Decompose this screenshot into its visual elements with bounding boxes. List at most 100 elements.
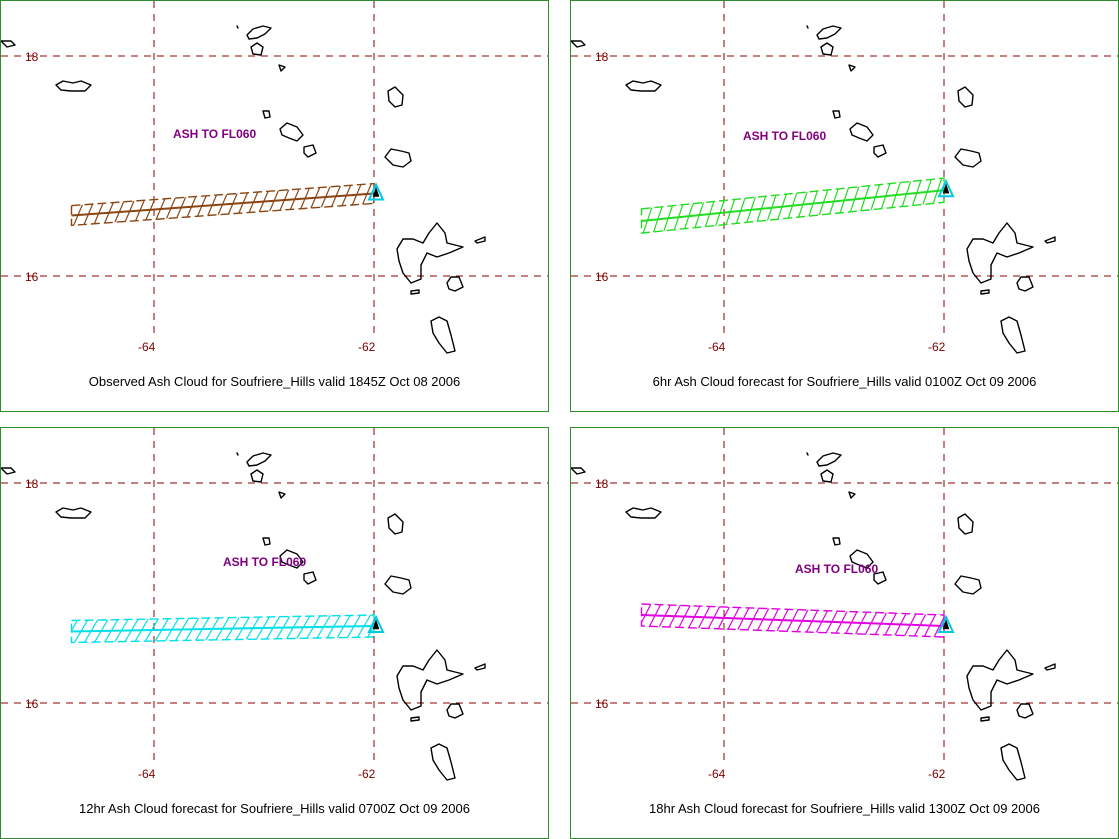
volcano-icon xyxy=(367,614,385,633)
island-coastline xyxy=(816,25,842,40)
coastlines xyxy=(571,452,1056,781)
ash-cloud xyxy=(32,179,434,231)
longitude-label: -62 xyxy=(358,767,376,781)
hatch-stroke xyxy=(710,178,735,234)
hatch-stroke xyxy=(32,179,54,231)
hatch-stroke xyxy=(280,183,305,226)
ash-cloud-axis xyxy=(71,625,375,633)
hatch-stroke xyxy=(962,173,984,238)
hatch-stroke xyxy=(602,599,624,642)
island-coastline xyxy=(279,549,304,569)
island-coastline xyxy=(1016,276,1034,292)
island-coastline xyxy=(384,575,412,595)
island-coastline xyxy=(246,452,272,467)
hatch-stroke xyxy=(982,173,1004,238)
longitude-label: -62 xyxy=(928,340,946,354)
island-coastline xyxy=(873,144,887,158)
hatch-stroke xyxy=(830,178,855,234)
island-coastline xyxy=(250,469,264,483)
volcano-icon xyxy=(937,614,955,633)
hatch-stroke xyxy=(402,610,424,648)
volcano-vent-icon xyxy=(372,186,380,197)
hatch-stroke xyxy=(42,610,64,648)
ash-height-label: ASH TO FL060 xyxy=(173,127,256,141)
island-coastline xyxy=(625,507,662,519)
island-coastline xyxy=(55,507,92,519)
ash-height-label: ASH TO FL060 xyxy=(743,129,826,143)
hatch-stroke xyxy=(850,604,875,637)
hatch-stroke xyxy=(641,178,645,234)
island-coastline xyxy=(55,80,92,92)
island-coastline xyxy=(980,289,990,295)
hatch-stroke xyxy=(740,604,765,637)
hatch-stroke xyxy=(870,178,895,234)
island-coastline xyxy=(1,467,16,475)
coastlines xyxy=(1,25,486,354)
hatch-stroke xyxy=(710,604,735,637)
hatch-stroke xyxy=(150,183,175,226)
island-coastline xyxy=(1000,743,1026,781)
island-coastline xyxy=(571,40,586,48)
hatch-stroke xyxy=(120,183,145,226)
island-coastline xyxy=(957,513,974,535)
island-coastline xyxy=(832,537,841,546)
hatch-stroke xyxy=(700,178,725,234)
island-coastline xyxy=(236,25,239,29)
hatch-stroke xyxy=(240,183,265,226)
volcano-icon xyxy=(937,178,955,198)
island-coastline xyxy=(980,716,990,722)
ash-cloud-axis xyxy=(71,192,375,217)
ash-height-label: ASH TO FL060 xyxy=(795,562,878,576)
hatch-stroke xyxy=(260,183,285,226)
hatch-stroke xyxy=(392,179,414,231)
hatch-stroke xyxy=(180,183,205,226)
longitude-label: -64 xyxy=(708,340,726,354)
hatch-stroke xyxy=(952,173,974,238)
hatch-stroke xyxy=(402,179,424,231)
hatch-stroke xyxy=(830,604,855,637)
longitude-label: -62 xyxy=(358,340,376,354)
hatch-stroke xyxy=(720,604,745,637)
ash-cloud xyxy=(602,173,1004,238)
island-coastline xyxy=(816,452,842,467)
panel-caption: 12hr Ash Cloud forecast for Soufriere_Hi… xyxy=(79,801,470,816)
island-coastline xyxy=(1,40,16,48)
island-coastline xyxy=(1016,703,1034,719)
hatch-stroke xyxy=(641,604,645,637)
island-coastline xyxy=(430,743,456,781)
island-coastline xyxy=(873,571,887,585)
hatch-stroke xyxy=(760,178,785,234)
hatch-stroke xyxy=(140,615,165,643)
hatch-stroke xyxy=(850,178,875,234)
hatch-stroke xyxy=(382,610,404,648)
graticule xyxy=(1,1,548,336)
panel-caption: 18hr Ash Cloud forecast for Soufriere_Hi… xyxy=(649,801,1040,816)
island-coastline xyxy=(848,491,856,499)
island-coastline xyxy=(303,571,317,585)
hatch-stroke xyxy=(840,178,865,234)
island-coastline xyxy=(1044,236,1056,244)
island-coastline xyxy=(474,663,486,671)
island-coastline xyxy=(262,537,271,546)
hatch-stroke xyxy=(602,173,624,238)
island-coastline xyxy=(387,86,404,108)
island-coastline xyxy=(832,110,841,119)
island-coastline xyxy=(848,64,856,72)
hatch-stroke xyxy=(412,179,434,231)
island-coastline xyxy=(625,80,662,92)
island-coastline xyxy=(279,122,304,142)
island-coastline xyxy=(806,25,809,29)
hatch-stroke xyxy=(930,604,944,637)
hatch-stroke xyxy=(641,604,655,637)
island-coastline xyxy=(446,703,464,719)
hatch-stroke xyxy=(810,178,835,234)
hatch-stroke xyxy=(730,604,755,637)
latitude-label: 16 xyxy=(25,270,39,284)
volcano-vent-icon xyxy=(372,619,380,630)
island-coastline xyxy=(236,452,239,456)
volcano-icon xyxy=(367,182,385,201)
